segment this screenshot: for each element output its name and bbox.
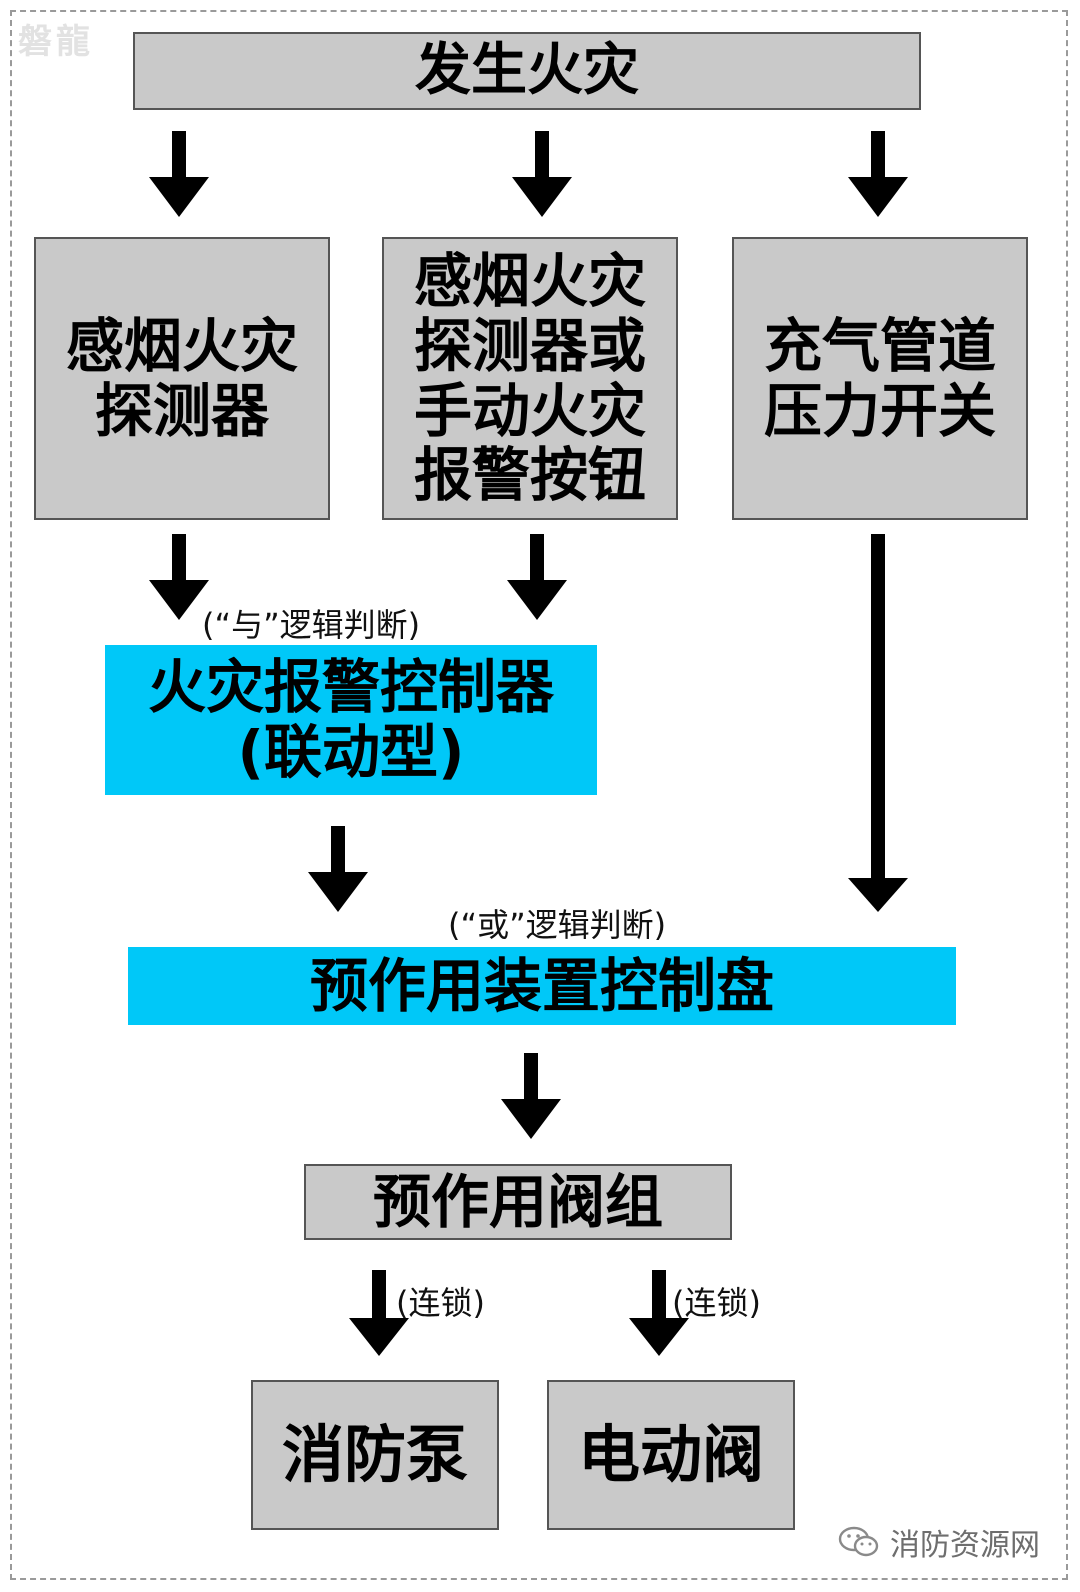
node-alarm-controller: 火灾报警控制器 (联动型) bbox=[105, 645, 597, 795]
label-interlock-left: (连锁) bbox=[396, 1284, 485, 1322]
node-smoke-or-manual: 感烟火灾 探测器或 手动火灾 报警按钮 bbox=[382, 237, 678, 520]
brand-watermark: 消防资源网 bbox=[838, 1520, 1040, 1564]
arrow-manual-to-controller bbox=[507, 534, 567, 620]
arrow-panel-to-valve-group bbox=[501, 1053, 561, 1139]
arrow-controller-to-panel bbox=[308, 826, 368, 912]
node-alarm-controller-line1: 火灾报警控制器 bbox=[147, 653, 554, 722]
node-electric-valve: 电动阀 bbox=[547, 1380, 795, 1530]
label-and-logic: (“与”逻辑判断) bbox=[202, 606, 421, 644]
arrow-fire-to-smoke bbox=[149, 131, 209, 217]
brand-text: 消防资源网 bbox=[890, 1528, 1040, 1563]
label-or-logic: (“或”逻辑判断) bbox=[448, 906, 667, 944]
node-smoke-or-manual-line2: 探测器或 bbox=[413, 311, 646, 380]
node-fire-pump: 消防泵 bbox=[251, 1380, 499, 1530]
arrow-valve-group-to-electric-valve bbox=[629, 1270, 689, 1356]
arrow-pressure-to-panel bbox=[848, 534, 908, 912]
node-preaction-panel: 预作用装置控制盘 bbox=[128, 947, 956, 1025]
node-alarm-controller-line2: (联动型) bbox=[237, 718, 465, 786]
node-preaction-valve-group: 预作用阀组 bbox=[304, 1164, 732, 1240]
node-smoke-detector-line1: 感烟火灾 bbox=[65, 311, 298, 380]
node-smoke-or-manual-line3: 手动火灾 bbox=[413, 376, 646, 445]
node-preaction-valve-group-text: 预作用阀组 bbox=[372, 1167, 663, 1236]
node-smoke-or-manual-line1: 感烟火灾 bbox=[413, 246, 646, 315]
arrow-fire-to-pressure bbox=[848, 131, 908, 217]
arrow-valve-group-to-pump bbox=[349, 1270, 409, 1356]
node-fire-pump-text: 消防泵 bbox=[281, 1418, 468, 1492]
node-smoke-detector-line2: 探测器 bbox=[94, 376, 269, 445]
node-smoke-or-manual-line4: 报警按钮 bbox=[413, 441, 646, 510]
node-fire-occurs-text: 发生火灾 bbox=[415, 37, 639, 103]
label-interlock-right: (连锁) bbox=[672, 1284, 761, 1322]
node-preaction-panel-text: 预作用装置控制盘 bbox=[309, 951, 774, 1020]
wechat-icon bbox=[838, 1526, 879, 1557]
watermark-logo: 磐龍 bbox=[18, 22, 94, 62]
node-pressure-switch-line2: 压力开关 bbox=[763, 376, 996, 445]
diagram-frame bbox=[10, 10, 1068, 1580]
node-smoke-detector: 感烟火灾 探测器 bbox=[34, 237, 330, 520]
arrow-smoke-to-controller bbox=[149, 534, 209, 620]
node-pressure-switch: 充气管道 压力开关 bbox=[732, 237, 1028, 520]
node-electric-valve-text: 电动阀 bbox=[577, 1418, 764, 1492]
arrow-fire-to-manual bbox=[512, 131, 572, 217]
node-pressure-switch-line1: 充气管道 bbox=[763, 311, 996, 380]
node-fire-occurs: 发生火灾 bbox=[133, 32, 921, 110]
